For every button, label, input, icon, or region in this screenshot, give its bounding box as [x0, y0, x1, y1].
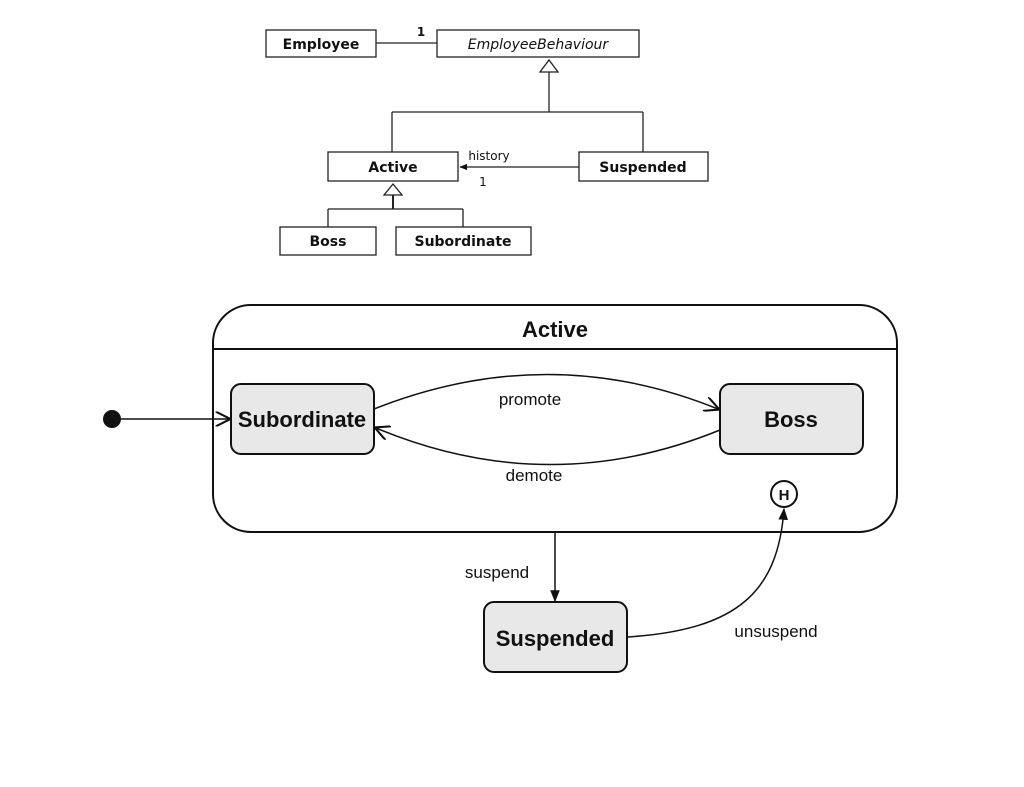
- composite-state-title: Active: [522, 317, 588, 342]
- association-multiplicity: 1: [417, 25, 425, 39]
- state-boss-label: Boss: [764, 407, 818, 432]
- class-employee-behaviour-label: EmployeeBehaviour: [468, 37, 610, 53]
- transition-promote-label: promote: [499, 390, 561, 409]
- state-boss: Boss: [719, 383, 864, 455]
- transition-unsuspend-label: unsuspend: [734, 622, 817, 641]
- transition-unsuspend: [626, 507, 788, 638]
- initial-pseudostate: [103, 410, 121, 428]
- history-role-label: history: [468, 149, 509, 163]
- class-suspended-label: Suspended: [599, 160, 686, 176]
- history-association: history 1: [459, 149, 579, 189]
- class-employee: Employee: [265, 29, 377, 58]
- history-pseudostate: H: [770, 480, 798, 508]
- class-active-label: Active: [368, 160, 417, 176]
- class-subordinate: Subordinate: [395, 226, 532, 256]
- state-suspended-label: Suspended: [496, 626, 615, 651]
- transition-demote-label: demote: [506, 466, 563, 485]
- class-boss-label: Boss: [310, 234, 347, 250]
- transition-suspend-label: suspend: [465, 563, 529, 582]
- history-multiplicity: 1: [479, 175, 487, 189]
- transition-promote: [373, 373, 718, 410]
- class-boss: Boss: [279, 226, 377, 256]
- state-suspended: Suspended: [483, 601, 628, 673]
- state-subordinate-label: Subordinate: [238, 407, 366, 432]
- transition-demote: [376, 428, 721, 466]
- generalization-behaviour: [391, 58, 644, 152]
- class-diagram: Employee 1 EmployeeBehaviour Active Susp…: [265, 25, 709, 256]
- state-diagram: Active Subordinate Boss promote demote H…: [103, 304, 898, 673]
- class-suspended: Suspended: [578, 151, 709, 182]
- class-employee-behaviour: EmployeeBehaviour: [436, 29, 640, 58]
- history-marker-label: H: [779, 487, 790, 504]
- state-subordinate: Subordinate: [230, 383, 375, 455]
- class-employee-label: Employee: [283, 37, 360, 53]
- class-active: Active: [327, 151, 459, 182]
- generalization-active: [327, 182, 464, 227]
- class-subordinate-label: Subordinate: [414, 234, 511, 250]
